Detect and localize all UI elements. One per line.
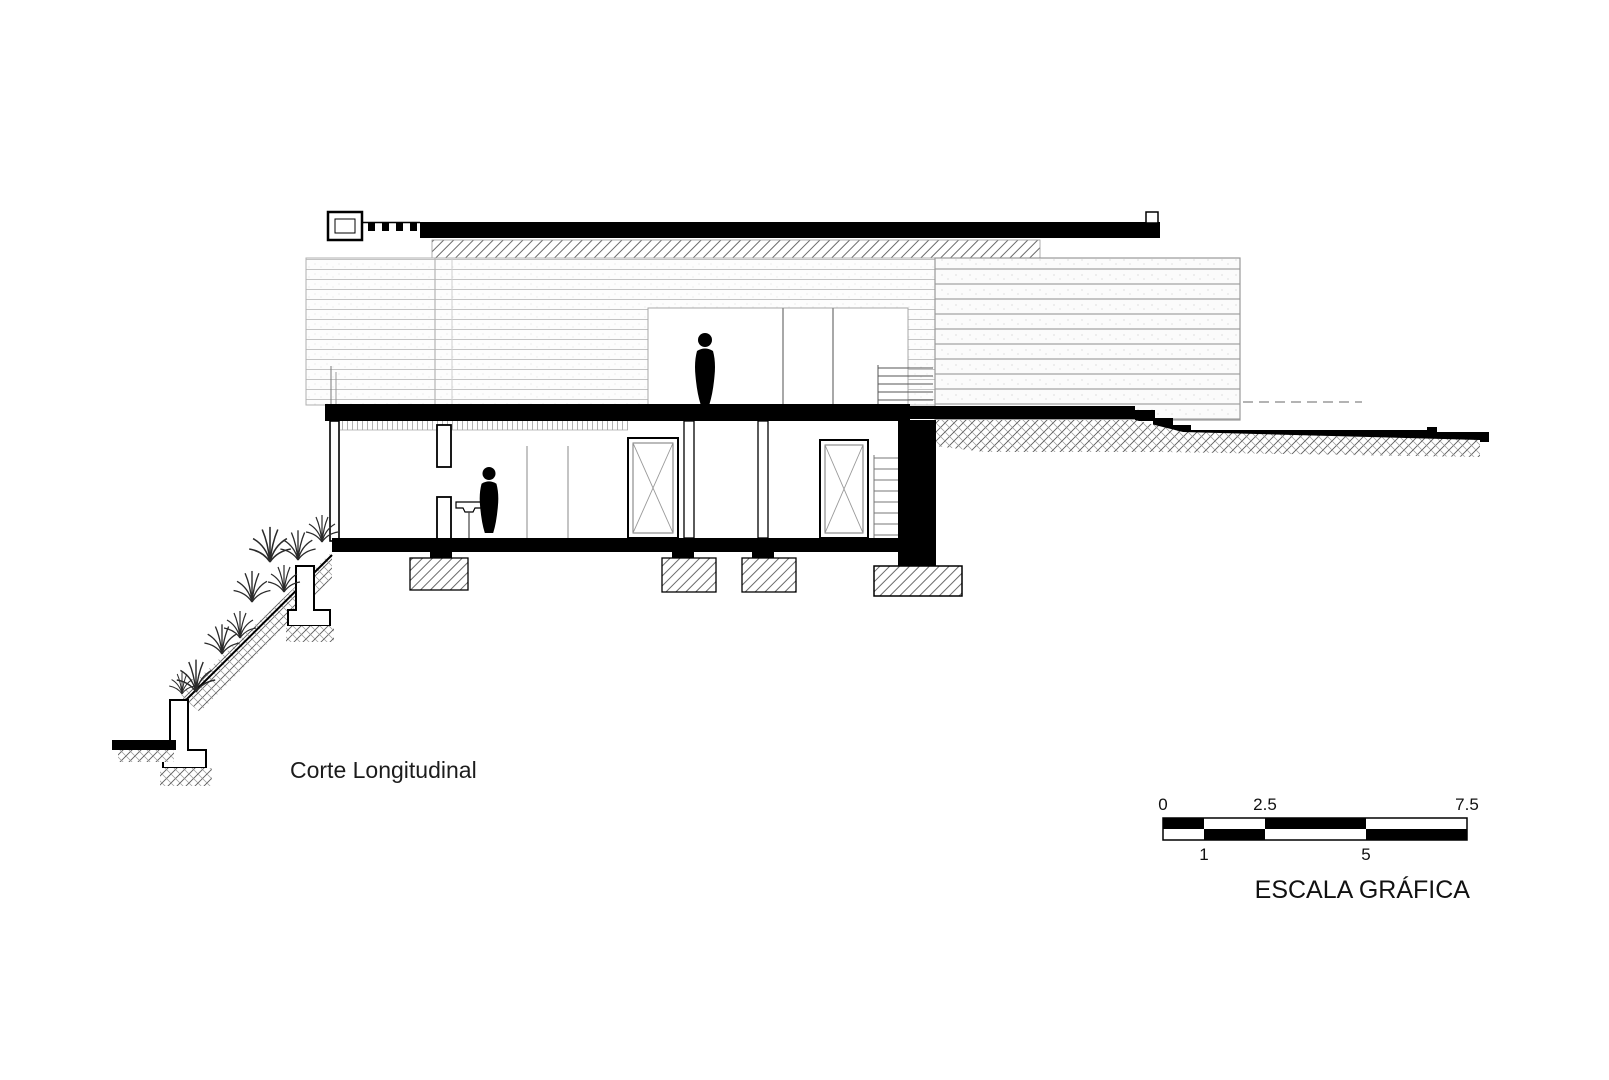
wall-post-lower — [436, 496, 452, 544]
lower-floor — [329, 420, 936, 568]
plant-tuft-icon — [248, 526, 292, 563]
terrace-step — [1153, 418, 1173, 429]
column-stub — [430, 540, 452, 560]
right-wing — [934, 257, 1362, 421]
roof-beam — [396, 222, 403, 231]
scale-tick-2-5: 2.5 — [1253, 795, 1277, 814]
upper-opening — [647, 307, 909, 406]
lower-stairs — [873, 455, 901, 538]
plant-tuft-icon — [232, 570, 272, 603]
roof-beam — [368, 222, 375, 231]
end-curb — [1427, 427, 1437, 442]
interior-door-b — [819, 439, 869, 539]
ground-hatch-right — [935, 420, 1480, 457]
footing — [661, 557, 717, 593]
roof-hatch-band — [431, 239, 1041, 259]
footing — [409, 557, 469, 591]
column-stub — [672, 540, 694, 560]
upper-floor — [305, 257, 936, 406]
hatch-under-upper-wall — [286, 626, 334, 642]
plant-tuft-icon — [279, 529, 317, 561]
scale-tick-0: 0 — [1158, 795, 1167, 814]
terrace-slab — [910, 406, 1135, 419]
lower-left-wall — [329, 420, 340, 542]
partition-post — [757, 420, 769, 539]
wall-post-upper — [436, 424, 452, 468]
upper-stairs — [877, 365, 933, 405]
scale-tick-1: 1 — [1199, 845, 1208, 864]
end-curb-ledge — [1437, 432, 1489, 442]
floor-slab — [325, 404, 1489, 442]
scale-title: ESCALA GRÁFICA — [1255, 875, 1471, 904]
site-slope — [112, 514, 339, 786]
interior-door-a — [627, 437, 679, 539]
terrace-step — [1171, 425, 1191, 436]
graphic-scale: 0 2.5 7.5 1 5 ESCALA GRÁFICA — [1158, 795, 1479, 904]
roof-parapet-inner — [334, 218, 356, 234]
washbasin — [455, 501, 484, 513]
right-retaining-wall — [898, 420, 936, 568]
column-stub — [752, 540, 774, 560]
ground-bar-left — [112, 740, 176, 750]
bottom-slab — [332, 538, 898, 552]
drawing-title: Corte Longitudinal — [290, 757, 477, 783]
partition-post — [683, 420, 695, 539]
hatch-under-lower-wall — [160, 768, 212, 786]
footing — [873, 565, 963, 597]
ceiling-hatch-strip — [340, 421, 628, 430]
scale-tick-5: 5 — [1361, 845, 1370, 864]
roof-beam — [382, 222, 389, 231]
roof-right-cap — [1145, 211, 1159, 224]
ground-line — [1189, 430, 1427, 439]
terrace-step — [1135, 410, 1155, 421]
main-floor-slab — [325, 404, 910, 421]
footing — [741, 557, 797, 593]
hatch-under-ground-bar — [118, 750, 174, 762]
roof-parapet-box — [326, 210, 364, 242]
scale-tick-7-5: 7.5 — [1455, 795, 1479, 814]
roof — [326, 210, 1160, 242]
roof-slab — [420, 222, 1160, 238]
foundation — [332, 538, 963, 597]
roof-beam — [410, 222, 417, 231]
person-figure-lower — [479, 466, 499, 533]
right-wing-wall — [934, 257, 1241, 421]
scale-bar-blocks — [1162, 817, 1468, 841]
